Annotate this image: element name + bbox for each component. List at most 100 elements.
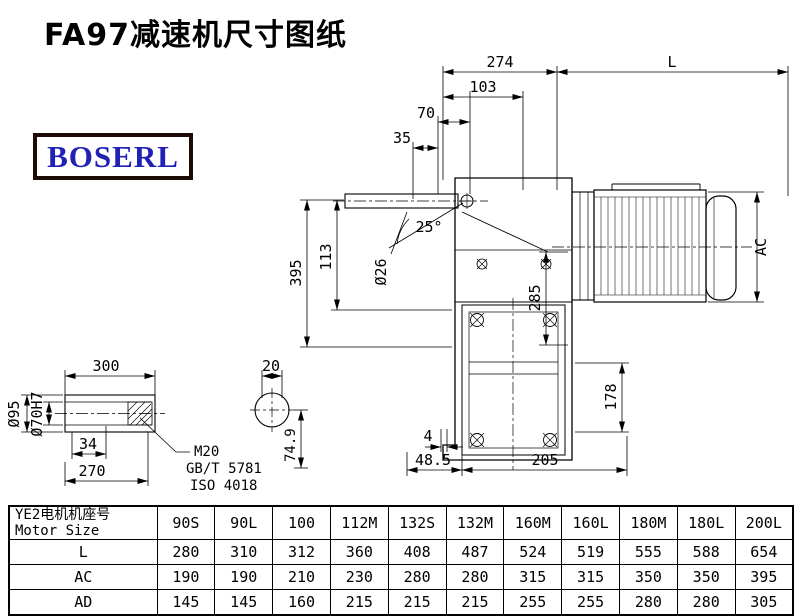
col-header: 90L [214,505,274,541]
shaft-dimensions: 300 34 270 Ø95 [5,357,262,494]
target-mark-icon [476,258,488,270]
dim-285-label: 285 [526,284,544,311]
motor-fan-cover [705,195,737,301]
dim-dia70-label: Ø70H7 [28,391,46,436]
col-header: 160L [561,505,620,541]
table-cell: 280 [387,564,447,591]
dim-dia95-label: Ø95 [5,400,23,427]
dim-270-label: 270 [78,462,105,480]
motor-flange [571,191,595,301]
dim-70-label: 70 [417,104,435,122]
table-row-AC: AC 190 190 210 230 280 280 315 315 350 3… [8,564,794,591]
technical-drawing: 274 L 103 70 [5,53,789,494]
table-cell: 315 [503,564,563,591]
dim-178: 178 [575,362,629,433]
dim-270: 270 [64,432,149,486]
hollow-shaft-view [55,394,165,433]
table-cell: 360 [329,539,389,566]
table-cell: 210 [272,564,331,591]
dim-dia70: Ø70H7 [28,391,63,437]
table-cell: 524 [503,539,563,566]
col-header: 200L [734,505,794,541]
table-cell: 555 [619,539,678,566]
table-cell: 350 [619,564,678,591]
table-cell: 190 [156,564,216,591]
table-cell: 315 [561,564,620,591]
dim-AC: AC [708,191,770,303]
table-cell: 160 [272,589,331,616]
motor-size-table: YE2电机机座号 Motor Size 90S 90L 100 112M 132… [8,505,794,616]
dim-300-label: 300 [92,357,119,375]
dim-113: 113 [317,200,452,311]
dim-205: 205 [462,436,628,476]
dim-34: 34 [71,426,107,459]
row-label: L [8,539,158,566]
table-cell: 145 [214,589,274,616]
dim-35-label: 35 [393,129,411,147]
dim-285: 285 [526,251,568,346]
gearbox-housing [442,177,573,470]
table-cell: 350 [676,564,736,591]
col-header: 132S [387,505,447,541]
table-cell: 190 [214,564,274,591]
dim-178-label: 178 [602,383,620,410]
bolt-hole-icon [542,432,558,448]
dim-74-9: 74.9 [283,409,308,469]
bolt-hole-icon [469,312,485,328]
table-row-AD: AD 145 145 160 215 215 215 255 255 280 2… [8,589,794,616]
boserl-logo: BOSERL [33,133,193,180]
row-label: AD [8,589,158,616]
input-shaft [333,193,488,209]
dim-48-5-label: 48.5 [415,451,451,469]
table-cell: 310 [214,539,274,566]
col-header: 100 [272,505,331,541]
table-cell: 215 [387,589,447,616]
motor-cooling-fins [600,197,700,295]
table-cell: 519 [561,539,620,566]
dim-angle-label: 25° [415,218,442,236]
table-cell: 654 [734,539,794,566]
table-cell: 255 [503,589,563,616]
table-cell: 408 [387,539,447,566]
bolt-hole-icon [542,312,558,328]
shaft-end-view: 20 74.9 [250,357,308,469]
table-cell: 280 [156,539,216,566]
dim-35: 35 [393,129,438,199]
table-cell: 280 [619,589,678,616]
dim-74-9-label: 74.9 [283,428,299,462]
row-label: AC [8,564,158,591]
page-title: FA97减速机尺寸图纸 [44,18,348,53]
dim-274: 274 [442,53,558,190]
dim-dia95: Ø95 [5,394,63,433]
motor-size-cn: YE2电机机座号 [15,507,111,523]
dim-48-5: 48.5 [406,434,463,476]
dim-113-label: 113 [317,243,335,270]
dim-AC-label: AC [752,238,770,256]
thread-label: M20 [194,444,219,460]
table-cell: 280 [676,589,736,616]
dim-205-label: 205 [531,451,558,469]
col-header: 132M [445,505,505,541]
dim-dia26: Ø26 [372,211,408,286]
dim-395-label: 395 [287,259,305,286]
table-cell: 588 [676,539,736,566]
dim-70: 70 [417,91,471,194]
bolt-hole-icon [469,432,485,448]
table-cell: 230 [329,564,389,591]
thread-callout: M20 GB/T 5781 ISO 4018 [139,417,262,494]
dim-20-label: 20 [262,357,280,375]
motor [552,183,752,303]
table-cell: 145 [156,589,216,616]
standard-gb-label: GB/T 5781 [186,461,262,477]
table-cell: 487 [445,539,505,566]
motor-size-en: Motor Size [15,523,100,540]
dim-103: 103 [443,78,524,190]
table-row-L: L 280 310 312 360 408 487 524 519 555 58… [8,539,794,566]
dim-dia26-label: Ø26 [372,258,390,285]
thread-hatch [127,401,153,426]
housing-cover-plate [461,304,566,456]
dim-L-label: L [667,53,676,71]
dim-angle-25: 25° [388,202,464,249]
col-header: 90S [156,505,216,541]
